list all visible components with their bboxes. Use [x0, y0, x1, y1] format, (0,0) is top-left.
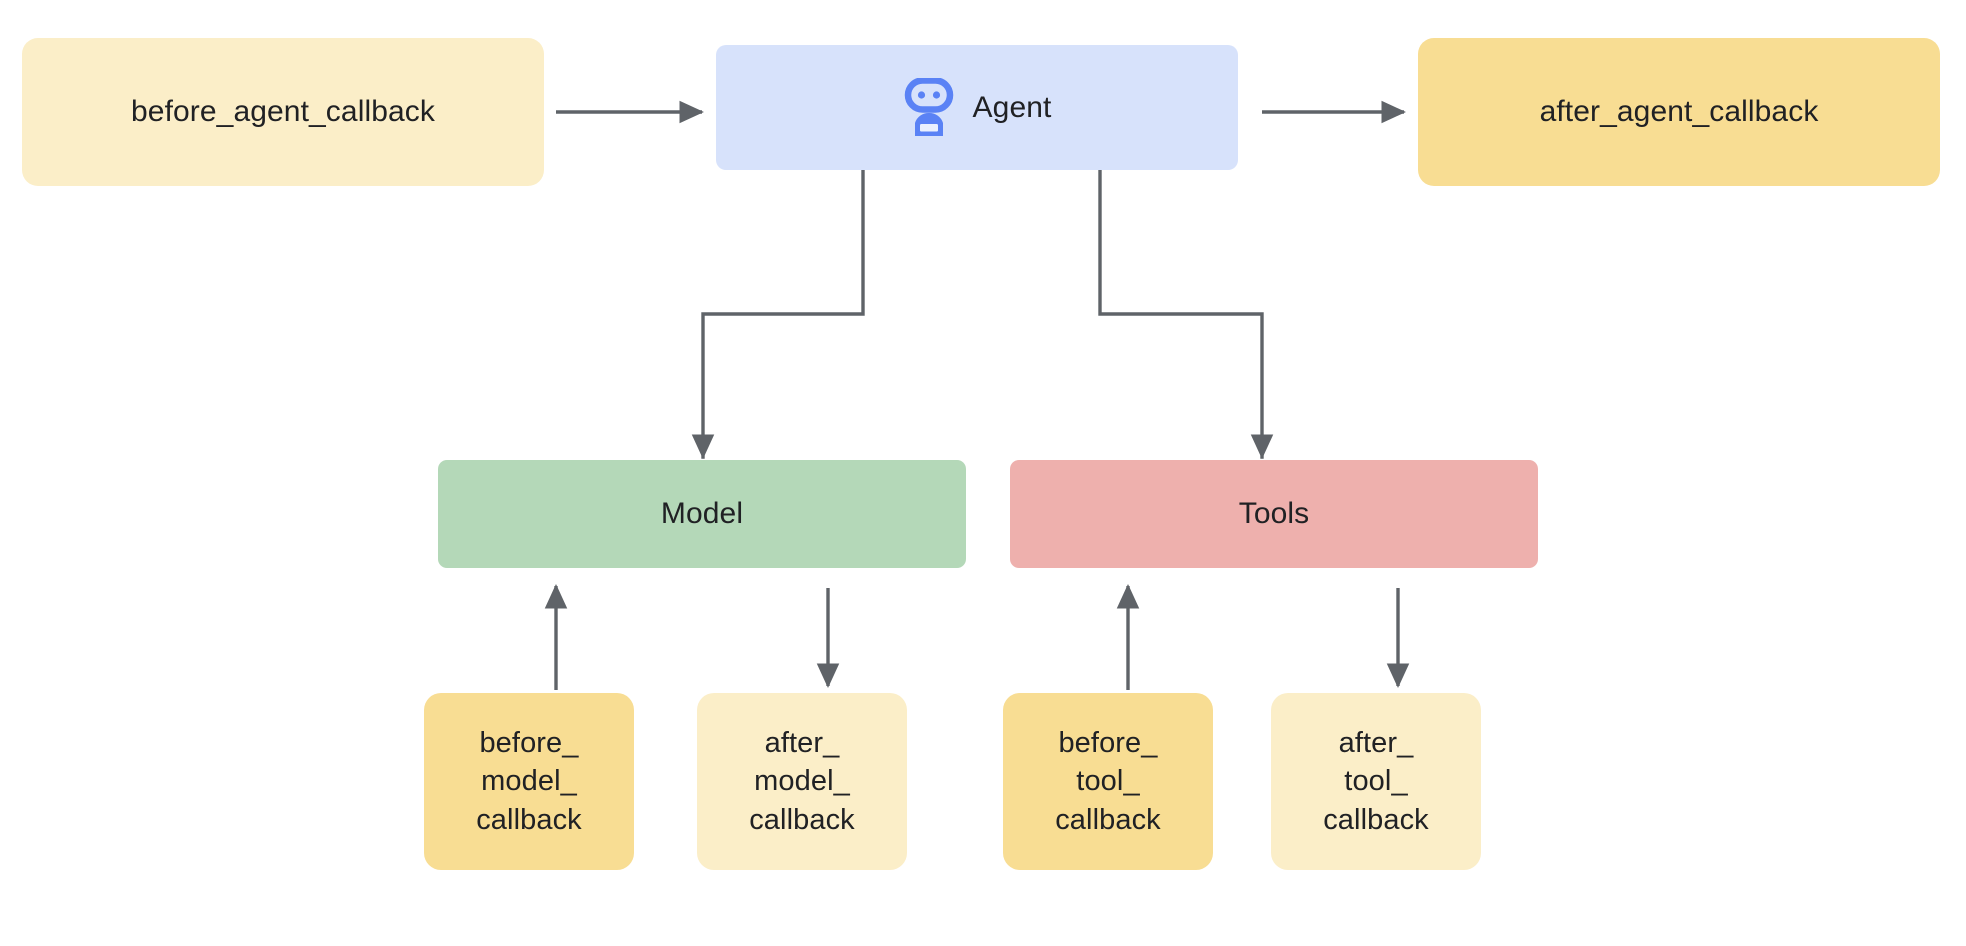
node-after-tool-callback[interactable]: after_ tool_ callback — [1271, 693, 1481, 870]
after-model-callback-label: after_ model_ callback — [749, 727, 855, 836]
node-before-agent-callback[interactable]: before_agent_callback — [22, 38, 544, 186]
before-tool-callback-label: before_ tool_ callback — [1055, 727, 1161, 836]
tools-label: Tools — [1238, 497, 1310, 531]
node-after-model-callback[interactable]: after_ model_ callback — [697, 693, 907, 870]
edge-agent-to-tools — [1098, 164, 1274, 459]
before-model-callback-label: before_ model_ callback — [476, 727, 582, 836]
node-before-tool-callback[interactable]: before_ tool_ callback — [1003, 693, 1213, 870]
after-agent-callback-label: after_agent_callback — [1539, 95, 1819, 129]
node-tools[interactable]: Tools — [1010, 460, 1538, 568]
agent-label: Agent — [972, 90, 1052, 124]
edge-agent-to-model — [691, 164, 865, 459]
node-after-agent-callback[interactable]: after_agent_callback — [1418, 38, 1940, 186]
node-agent[interactable]: Agent — [716, 45, 1238, 170]
before-agent-callback-label: before_agent_callback — [131, 95, 435, 129]
after-tool-callback-label: after_ tool_ callback — [1323, 727, 1429, 836]
model-label: Model — [660, 497, 744, 531]
node-before-model-callback[interactable]: before_ model_ callback — [424, 693, 634, 870]
node-model[interactable]: Model — [438, 460, 966, 568]
robot-icon — [903, 77, 955, 138]
